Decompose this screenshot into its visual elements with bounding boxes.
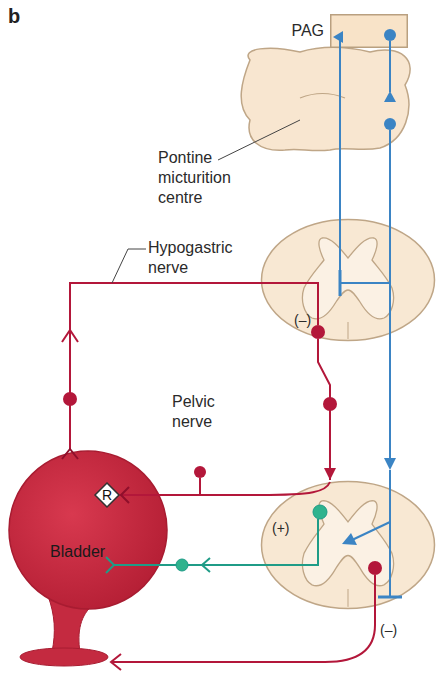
node-label: (+) bbox=[272, 518, 290, 538]
red-axon bbox=[317, 339, 319, 342]
diamond-shape bbox=[95, 483, 119, 507]
nerve-terminal bbox=[62, 449, 78, 459]
ganglion-neuron bbox=[194, 466, 206, 478]
spinal-cord-section: (+) bbox=[260, 480, 436, 610]
blue-axon bbox=[352, 522, 390, 540]
sign-label: (–) bbox=[380, 620, 397, 640]
synapse-triangle bbox=[384, 91, 396, 102]
box-outline bbox=[330, 14, 408, 48]
bladder-organ: Bladder R bbox=[8, 450, 168, 610]
brain-region-box: PAG bbox=[330, 14, 408, 48]
grey-matter bbox=[302, 238, 393, 319]
pag-neuron bbox=[384, 29, 396, 41]
synapse-triangle bbox=[342, 533, 357, 545]
node-label: Bladder bbox=[50, 542, 105, 562]
receptor-diamond: R bbox=[94, 482, 120, 508]
nerve-label: Hypogastric nerve bbox=[148, 238, 248, 278]
cord-outline bbox=[260, 480, 436, 610]
arrow-head bbox=[324, 468, 336, 480]
node-label: (–) bbox=[294, 310, 311, 330]
sensory-terminal bbox=[202, 558, 210, 572]
ganglion-neuron bbox=[323, 397, 337, 411]
node-label: R bbox=[94, 482, 120, 508]
median-fissure bbox=[348, 322, 349, 339]
sensory-neuron bbox=[313, 505, 327, 519]
blue-axon bbox=[340, 282, 390, 284]
red-axon bbox=[260, 283, 318, 325]
supraspinal-pathways bbox=[340, 40, 402, 597]
inhibitory-bar bbox=[339, 270, 342, 296]
blue-axon bbox=[389, 470, 391, 597]
ganglion-neuron bbox=[63, 392, 77, 406]
sensory-terminal bbox=[106, 557, 114, 573]
bladder-shape bbox=[9, 451, 167, 609]
pons-groove bbox=[300, 94, 345, 99]
green-axon bbox=[114, 564, 168, 566]
grey-matter bbox=[302, 501, 393, 586]
node-label: PAG bbox=[291, 21, 324, 41]
structure-label: Pontine micturition centre bbox=[158, 148, 253, 208]
red-axon bbox=[199, 478, 201, 495]
motor-axon bbox=[112, 575, 375, 662]
blue-axon bbox=[389, 130, 391, 460]
cord-outline bbox=[260, 218, 436, 342]
box-shape bbox=[331, 15, 408, 48]
hypogastric-nerve-path bbox=[70, 283, 260, 450]
ganglion-neuron bbox=[176, 559, 188, 571]
ganglion-synapse bbox=[62, 330, 78, 342]
efferent-neurons bbox=[63, 325, 382, 575]
green-axon bbox=[260, 519, 318, 565]
leader-line bbox=[112, 249, 146, 283]
preganglionic-neuron bbox=[311, 325, 325, 339]
motor-neuron bbox=[368, 561, 382, 575]
efferent-pathways bbox=[62, 283, 375, 670]
red-axon bbox=[260, 482, 330, 495]
pelvic-nerve-path bbox=[120, 494, 260, 496]
spinal-cord-section: (–) bbox=[260, 218, 436, 342]
median-fissure bbox=[348, 589, 349, 607]
white-matter bbox=[262, 482, 435, 609]
urethral-sphincter bbox=[20, 648, 108, 666]
inhibitory-bar bbox=[378, 596, 402, 599]
leader-lines bbox=[112, 120, 300, 283]
supraspinal-neurons bbox=[333, 29, 396, 545]
nerve-terminal bbox=[121, 487, 129, 503]
blue-axon bbox=[339, 40, 341, 270]
afferent-neurons bbox=[176, 505, 327, 571]
nerve-label: Pelvic nerve bbox=[172, 392, 227, 432]
bladder-outline bbox=[8, 450, 168, 610]
leader-line bbox=[218, 120, 300, 160]
synapse-triangle bbox=[384, 458, 396, 470]
pons-neuron bbox=[384, 118, 396, 130]
nerve-terminal bbox=[111, 654, 121, 670]
blue-axon bbox=[389, 41, 391, 92]
panel-letter: b bbox=[8, 4, 20, 28]
brainstem-pons bbox=[241, 48, 410, 151]
synapse-triangle bbox=[333, 31, 343, 43]
afferent-pathway bbox=[106, 519, 318, 573]
white-matter bbox=[262, 220, 435, 341]
descending-path bbox=[318, 342, 330, 480]
